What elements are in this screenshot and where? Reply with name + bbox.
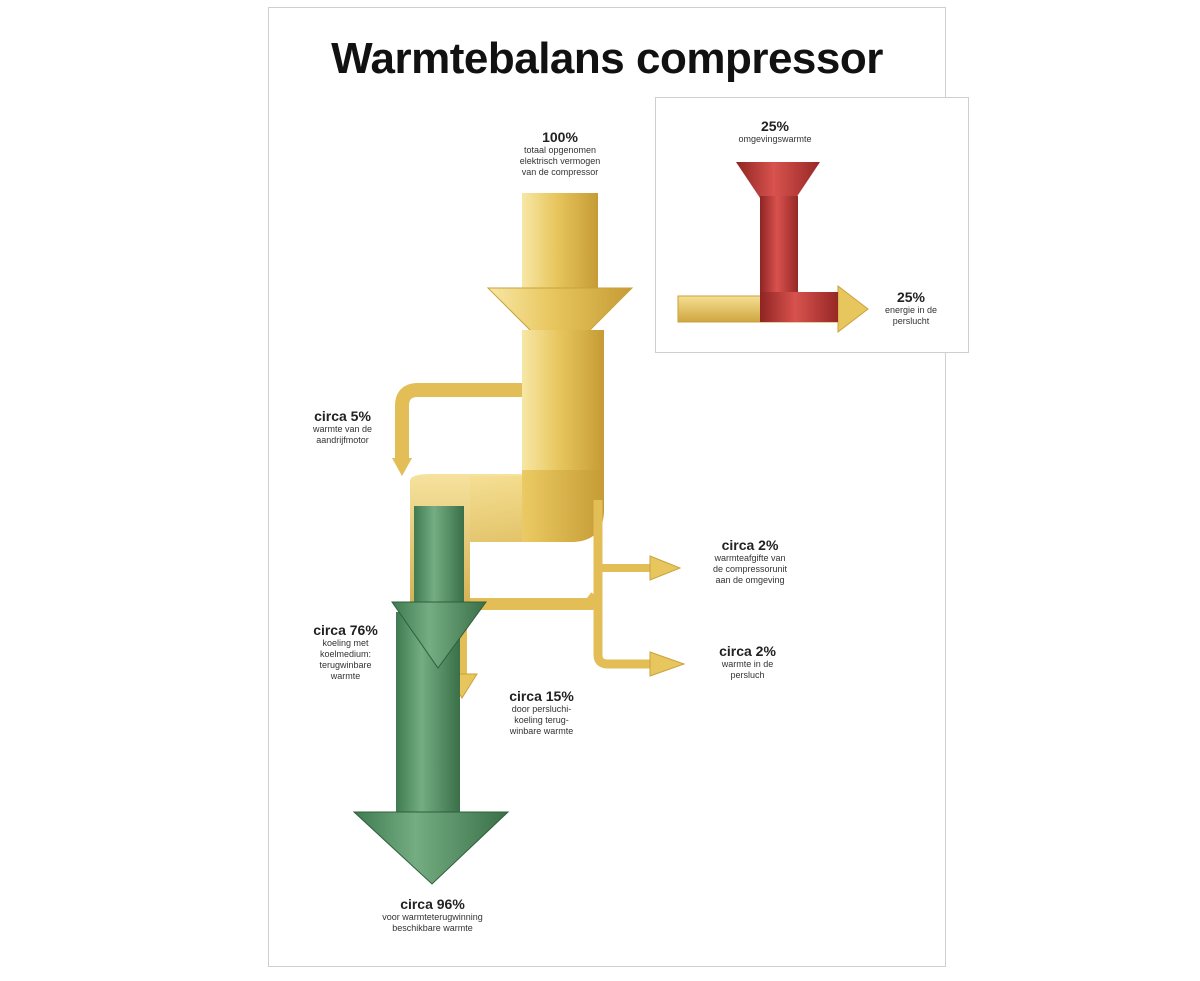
label-recovery: circa 96% voor warmteterugwinning beschi… [350,896,515,934]
recovery-arrow [352,612,510,885]
motor-loop [392,383,522,476]
label-total-desc: totaal opgenomen elektrisch vermogen van… [519,145,601,177]
label-motor: circa 5% warmte van de aandrijfmotor [290,408,395,446]
input-arrow [486,193,634,361]
page-title: Warmtebalans compressor [331,34,883,83]
label-unit-loss-pct: circa 2% [721,537,779,553]
label-air-loss-pct: circa 2% [719,643,776,659]
inset-ambient-heat [736,162,838,322]
label-inset-ambient-pct: 25% [760,118,790,134]
label-total: 100% totaal opgenomen elektrisch vermoge… [495,129,625,178]
label-recovery-pct: circa 96% [400,896,465,912]
label-recovery-desc: voor warmteterugwinning beschikbare warm… [382,912,483,933]
label-air-loss: circa 2% warmte in de persluch [695,643,800,681]
label-unit-loss-desc: warmteafgifte van de compressorunit aan … [712,553,788,585]
label-cooling-desc: koeling met koelmedium: terugwinbare war… [319,638,372,681]
label-aftercool: circa 15% door persluchi- koeling terug-… [484,688,599,737]
label-inset-air: 25% energie in de perslucht [866,289,956,327]
label-cooling: circa 76% koeling met koelmedium: terugw… [293,622,398,682]
label-cooling-pct: circa 76% [313,622,378,638]
label-inset-air-pct: 25% [896,289,926,305]
label-total-pct: 100% [542,129,578,145]
label-inset-ambient-desc: omgevingswarmte [738,134,812,144]
label-unit-loss: circa 2% warmteafgifte van de compressor… [690,537,810,586]
loss-branches [470,500,686,677]
label-aftercool-pct: circa 15% [509,688,574,704]
label-inset-ambient: 25% omgevingswarmte [715,118,835,145]
label-motor-desc: warmte van de aandrijfmotor [312,424,373,445]
label-aftercool-desc: door persluchi- koeling terug- winbare w… [509,704,574,736]
cooling-arrow [391,506,487,669]
label-inset-air-desc: energie in de perslucht [884,305,938,326]
label-motor-pct: circa 5% [314,408,371,424]
label-air-loss-desc: warmte in de persluch [721,659,774,680]
